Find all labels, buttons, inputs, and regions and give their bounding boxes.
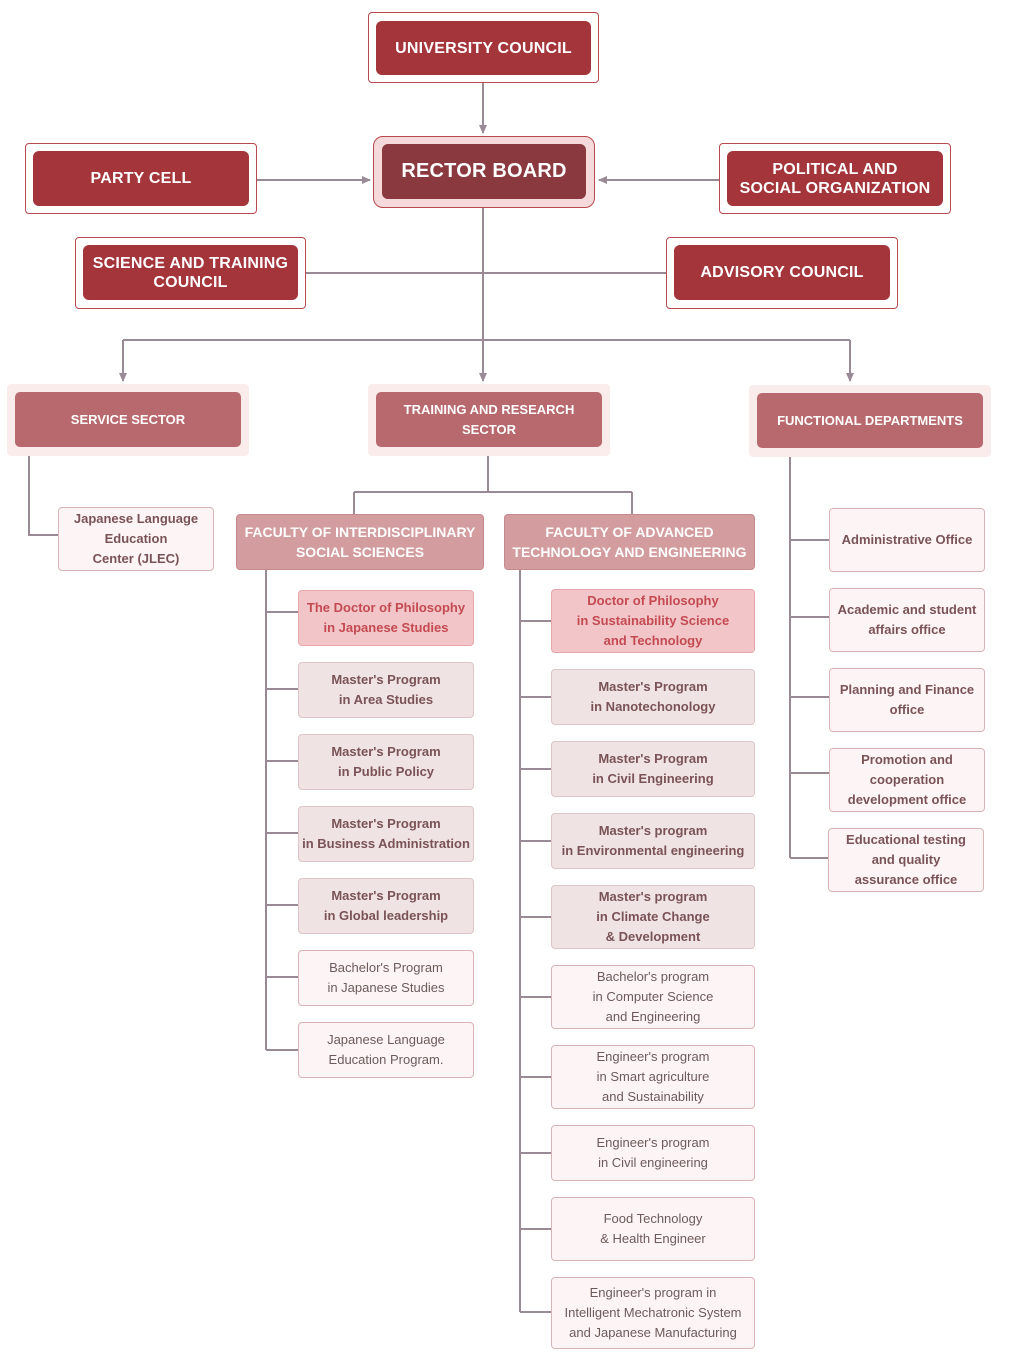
functional-unit-label: Academic and student affairs office: [837, 602, 977, 637]
program-box[interactable]: Food Technology & Health Engineer: [551, 1197, 755, 1261]
program-label: Master's program in Climate Change & Dev…: [596, 889, 710, 944]
program-box[interactable]: Master's program in Environmental engine…: [551, 813, 755, 869]
functional-unit-box[interactable]: Academic and student affairs office: [829, 588, 985, 652]
functional-unit-box[interactable]: Promotion and cooperation development of…: [829, 748, 985, 812]
party-cell-box[interactable]: PARTY CELL: [33, 151, 249, 206]
jlec-box[interactable]: Japanese Language Education Center (JLEC…: [58, 507, 214, 571]
program-label: Master's Program in Public Policy: [331, 744, 441, 779]
service-sector-box[interactable]: SERVICE SECTOR: [15, 392, 241, 447]
faculty-advanced-header[interactable]: FACULTY OF ADVANCED TECHNOLOGY AND ENGIN…: [504, 514, 755, 570]
program-label: Master's Program in Global leadership: [323, 888, 449, 923]
program-label: Master's Program in Area Studies: [331, 672, 441, 707]
program-label: Japanese Language Education Program.: [327, 1032, 445, 1067]
program-box[interactable]: Master's Program in Civil Engineering: [551, 741, 755, 797]
faculty-advanced-label: FACULTY OF ADVANCED TECHNOLOGY AND ENGIN…: [512, 524, 747, 560]
program-box[interactable]: Master's Program in Nanotechonology: [551, 669, 755, 725]
functional-unit-label: Promotion and cooperation development of…: [847, 752, 967, 807]
party-cell-label: PARTY CELL: [90, 170, 192, 187]
university-council-label: UNIVERSITY COUNCIL: [395, 39, 572, 57]
program-box[interactable]: Bachelor's program in Computer Science a…: [551, 965, 755, 1029]
program-box[interactable]: Master's Program in Business Administrat…: [298, 806, 474, 862]
program-box[interactable]: Bachelor's Program in Japanese Studies: [298, 950, 474, 1006]
program-box[interactable]: Doctor of Philosophy in Sustainability S…: [551, 589, 755, 653]
program-label: Master's program in Environmental engine…: [561, 823, 745, 858]
functional-unit-box[interactable]: Planning and Finance office: [829, 668, 985, 732]
advisory-council-box[interactable]: ADVISORY COUNCIL: [674, 245, 890, 300]
functional-unit-box[interactable]: Administrative Office: [829, 508, 985, 572]
rector-board-label: RECTOR BOARD: [401, 160, 567, 182]
program-label: Bachelor's program in Computer Science a…: [592, 969, 714, 1024]
service-sector-label: SERVICE SECTOR: [70, 411, 186, 427]
program-box[interactable]: Master's Program in Area Studies: [298, 662, 474, 718]
program-box[interactable]: Engineer's program in Civil engineering: [551, 1125, 755, 1181]
functional-unit-label: Planning and Finance office: [839, 682, 975, 717]
program-box[interactable]: Engineer's program in Intelligent Mechat…: [551, 1277, 755, 1349]
political-social-box[interactable]: POLITICAL AND SOCIAL ORGANIZATION: [727, 151, 943, 206]
program-box[interactable]: The Doctor of Philosophy in Japanese Stu…: [298, 590, 474, 646]
program-label: Engineer's program in Civil engineering: [596, 1135, 710, 1170]
program-label: Bachelor's Program in Japanese Studies: [327, 960, 445, 995]
faculty-interdisciplinary-label: FACULTY OF INTERDISCIPLINARY SOCIAL SCIE…: [244, 524, 476, 560]
program-box[interactable]: Japanese Language Education Program.: [298, 1022, 474, 1078]
faculty-interdisciplinary-header[interactable]: FACULTY OF INTERDISCIPLINARY SOCIAL SCIE…: [236, 514, 484, 570]
functional-unit-label: Educational testing and quality assuranc…: [846, 832, 966, 887]
rector-board-box[interactable]: RECTOR BOARD: [382, 144, 586, 199]
advisory-council-label: ADVISORY COUNCIL: [700, 264, 864, 281]
program-label: Master's Program in Nanotechonology: [590, 679, 716, 714]
university-council-box[interactable]: UNIVERSITY COUNCIL: [376, 21, 591, 75]
functional-unit-box[interactable]: Educational testing and quality assuranc…: [828, 828, 984, 892]
program-box[interactable]: Master's Program in Global leadership: [298, 878, 474, 934]
functional-sector-label: FUNCTIONAL DEPARTMENTS: [777, 412, 963, 428]
science-training-box[interactable]: SCIENCE AND TRAINING COUNCIL: [83, 245, 298, 300]
program-box[interactable]: Engineer's program in Smart agriculture …: [551, 1045, 755, 1109]
program-label: The Doctor of Philosophy in Japanese Stu…: [306, 600, 466, 635]
science-training-label: SCIENCE AND TRAINING COUNCIL: [92, 254, 289, 291]
program-label: Engineer's program in Intelligent Mechat…: [564, 1285, 742, 1340]
jlec-label: Japanese Language Education Center (JLEC…: [73, 511, 199, 566]
training-sector-label: TRAINING AND RESEARCH SECTOR: [403, 401, 575, 437]
training-sector-box[interactable]: TRAINING AND RESEARCH SECTOR: [376, 392, 602, 447]
program-label: Master's Program in Business Administrat…: [302, 816, 470, 851]
functional-unit-label: Administrative Office: [841, 532, 973, 547]
program-label: Food Technology & Health Engineer: [600, 1211, 706, 1246]
program-label: Doctor of Philosophy in Sustainability S…: [576, 593, 730, 648]
program-label: Engineer's program in Smart agriculture …: [596, 1049, 710, 1104]
program-box[interactable]: Master's program in Climate Change & Dev…: [551, 885, 755, 949]
program-box[interactable]: Master's Program in Public Policy: [298, 734, 474, 790]
functional-sector-box[interactable]: FUNCTIONAL DEPARTMENTS: [757, 393, 983, 448]
program-label: Master's Program in Civil Engineering: [592, 751, 714, 786]
political-social-label: POLITICAL AND SOCIAL ORGANIZATION: [739, 160, 931, 197]
